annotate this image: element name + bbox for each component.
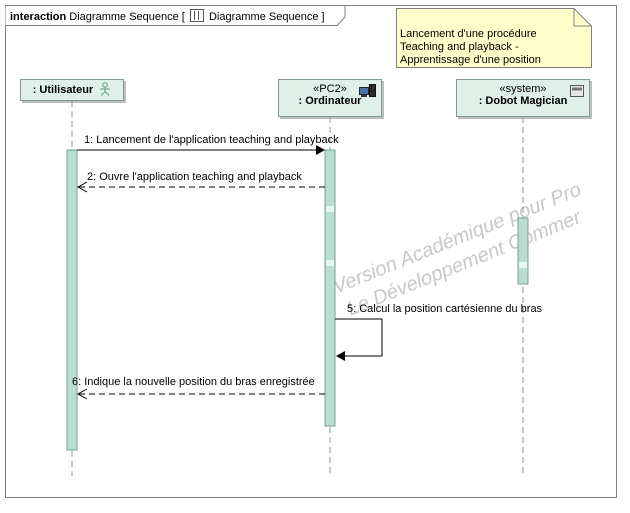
activation-ordinateur: [324, 149, 336, 427]
message-2-arrowhead: [76, 181, 88, 193]
activation-mark: [326, 260, 334, 266]
message-5-label: 5: Calcul la position cartésienne du bra…: [347, 303, 543, 315]
message-1-label: 1: Lancement de l'application teaching a…: [84, 134, 339, 146]
lifeline-head-ordinateur[interactable]: «PC2» : Ordinateur: [278, 79, 382, 117]
actor-icon: [100, 82, 111, 96]
message-1-arrowhead: [316, 145, 325, 155]
message-2-label: 2: Ouvre l'application teaching and play…: [87, 171, 302, 183]
frame-title-text: Diagramme Sequence [: [69, 11, 185, 23]
lifeline-head-utilisateur[interactable]: : Utilisateur: [20, 79, 124, 101]
lifeline-stereotype: «PC2»: [313, 83, 347, 95]
lifeline-head-dobot-magician[interactable]: «system» : Dobot Magician: [456, 79, 590, 117]
note-text: Lancement d'une procédure Teaching and p…: [400, 28, 541, 66]
message-6-label: 6: Indique la nouvelle position du bras …: [72, 376, 315, 388]
message-6-arrowhead: [76, 388, 88, 400]
frame-keyword: interaction: [10, 11, 67, 23]
frame-title-inner: Diagramme Sequence ]: [208, 11, 325, 23]
activation-mark: [519, 262, 527, 268]
lifeline-name: : Dobot Magician: [478, 95, 568, 107]
message-5-arrow: [335, 318, 383, 357]
message-5-arrowhead: [336, 351, 345, 361]
lifeline-stereotype: «system»: [499, 83, 547, 95]
lifeline-name: : Ordinateur: [298, 95, 362, 107]
activation-mark: [326, 206, 334, 212]
computer-icon: [359, 84, 376, 97]
activation-dobot-magician: [517, 217, 529, 285]
note-shape: [396, 8, 592, 68]
frame-title: interaction Diagramme Sequence [ Diagram…: [10, 9, 325, 23]
activation-utilisateur: [66, 149, 78, 451]
system-box-icon: [570, 85, 584, 97]
lifeline-name: : Utilisateur: [32, 84, 94, 96]
sequence-diagram-icon: [189, 9, 204, 22]
